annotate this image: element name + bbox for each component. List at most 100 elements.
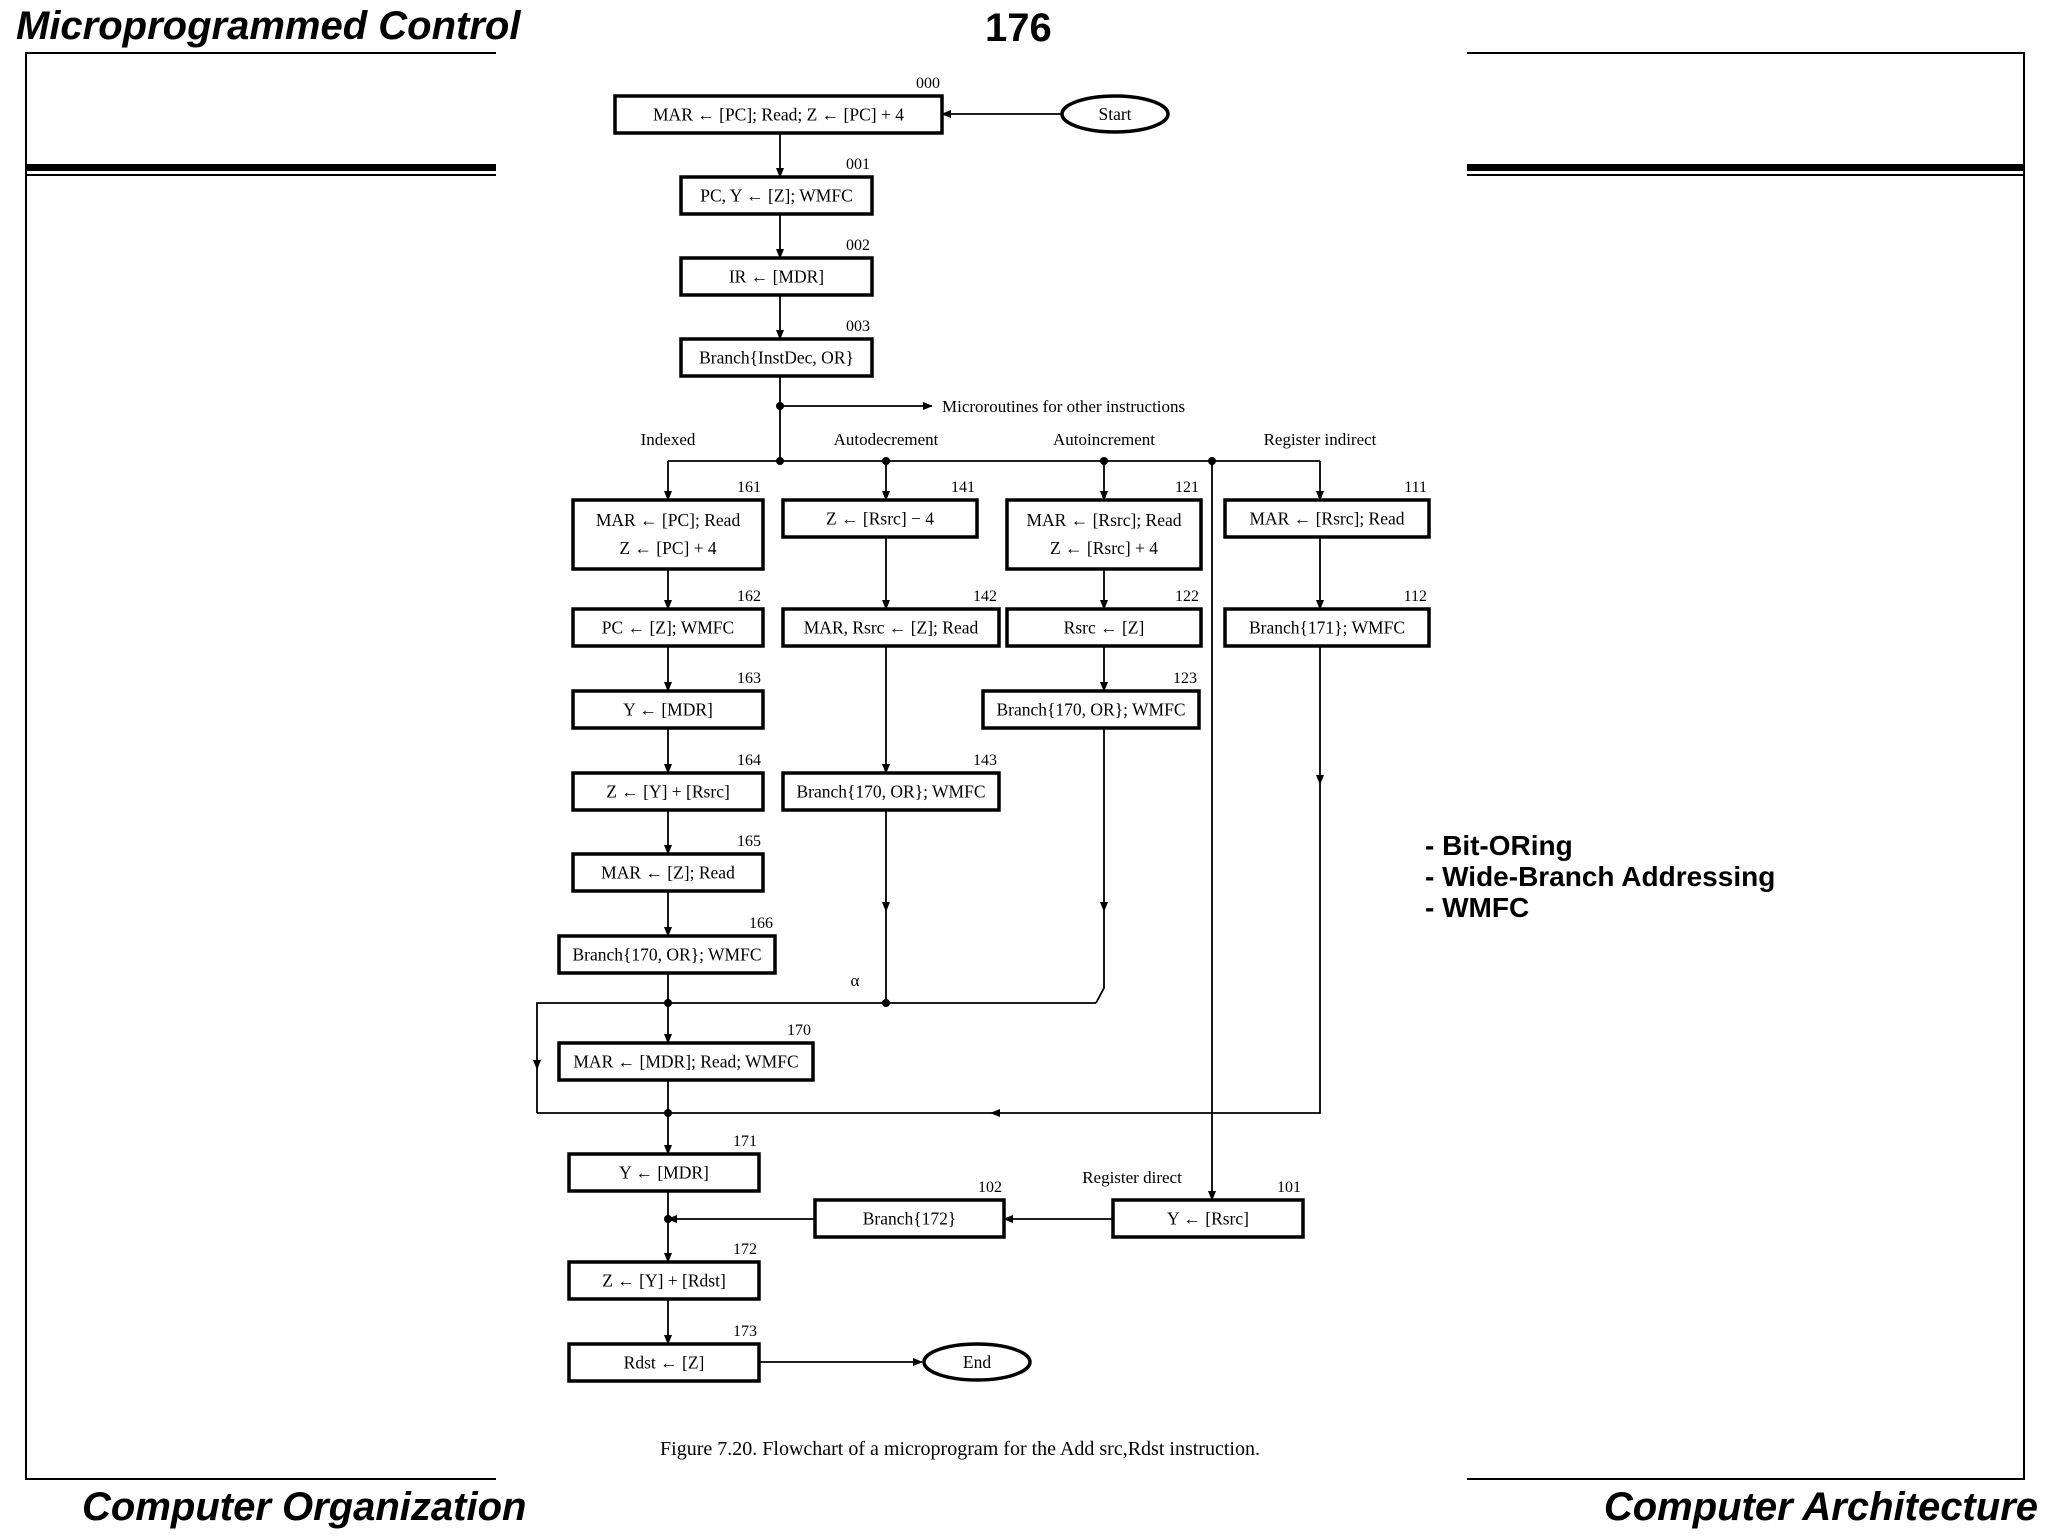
alpha-label: α xyxy=(851,971,860,990)
connector-alpha-merge xyxy=(536,1002,1096,1113)
step-box-000 xyxy=(613,94,944,135)
flow-connectors xyxy=(533,110,1324,1366)
step-text: PC, Y ← [Z]; WMFC xyxy=(700,186,853,206)
step-address: 171 xyxy=(733,1133,757,1150)
end-oval xyxy=(922,1342,1032,1382)
header-rule-left-thin xyxy=(25,174,496,176)
step-text: MAR ← [PC]; Read xyxy=(596,510,741,530)
other-instructions-label: Microroutines for other instructions xyxy=(942,397,1185,416)
step-box-101 xyxy=(1111,1198,1305,1239)
step-text: Z ← [Y] + [Rsrc] xyxy=(606,782,730,802)
frame-top-right xyxy=(1467,52,2025,54)
frame-top-left xyxy=(25,52,496,54)
bullet-item: - Bit-ORing xyxy=(1425,830,1573,861)
bullet-list: - Bit-ORing - Wide-Branch Addressing - W… xyxy=(1425,830,1775,923)
step-box-166 xyxy=(557,934,777,975)
header-rule-right-thin xyxy=(1467,174,2025,176)
step-text: Z ← [PC] + 4 xyxy=(619,538,717,558)
step-text: Branch{InstDec, OR} xyxy=(699,348,854,368)
step-address: 164 xyxy=(737,752,761,769)
step-text: MAR ← [Rsrc]; Read xyxy=(1249,509,1404,529)
flow-labels: 000 001 002 003 161 162 163 164 165 166 141 142 143 1… xyxy=(641,75,1427,1460)
step-address: 173 xyxy=(733,1323,757,1340)
footer-left-title: Computer Organization xyxy=(82,1485,527,1529)
step-text: MAR ← [PC]; Read; Z ← [PC] + 4 xyxy=(653,105,904,125)
step-address: 170 xyxy=(787,1022,811,1039)
step-box-143 xyxy=(781,771,1001,812)
step-address: 161 xyxy=(737,479,761,496)
step-text: Y ← [MDR] xyxy=(619,1163,709,1183)
step-box-163 xyxy=(571,689,765,730)
step-address: 143 xyxy=(973,752,997,769)
arrowhead xyxy=(990,1109,1000,1117)
branch-label-indexed: Indexed xyxy=(641,430,696,449)
step-box-172 xyxy=(567,1260,761,1301)
page-title: Microprogrammed Control xyxy=(16,4,521,48)
step-address: 001 xyxy=(846,156,870,173)
step-box-003 xyxy=(679,337,874,378)
step-text: Z ← [Rsrc] − 4 xyxy=(826,509,934,529)
step-text: MAR ← [Rsrc]; Read xyxy=(1026,510,1181,530)
frame-bottom-right xyxy=(1467,1478,2025,1480)
step-box-173 xyxy=(567,1342,761,1383)
step-address: 112 xyxy=(1404,588,1427,605)
step-box-171 xyxy=(567,1152,761,1193)
step-text: Y ← [MDR] xyxy=(623,700,713,720)
step-box-165 xyxy=(571,852,765,893)
step-text: Rdst ← [Z] xyxy=(624,1353,705,1373)
step-box-102 xyxy=(813,1198,1006,1239)
step-address: 141 xyxy=(951,479,975,496)
step-box-170 xyxy=(557,1041,815,1082)
step-address: 142 xyxy=(973,588,997,605)
branch-label-register-indirect: Register indirect xyxy=(1264,430,1377,449)
junction-dot xyxy=(882,999,890,1007)
step-address: 101 xyxy=(1277,1179,1301,1196)
connector-112-171 xyxy=(537,646,1321,1114)
footer-right-title: Computer Architecture xyxy=(1603,1485,2038,1529)
junction-dot xyxy=(664,1109,672,1117)
arrowhead xyxy=(533,1060,541,1070)
step-address: 003 xyxy=(846,318,870,335)
frame-left xyxy=(25,52,27,1480)
step-address: 165 xyxy=(737,833,761,850)
step-address: 002 xyxy=(846,237,870,254)
branch-label-register-direct: Register direct xyxy=(1082,1168,1182,1187)
header-rule-left xyxy=(25,164,496,171)
step-box-162 xyxy=(571,607,765,648)
step-text: MAR ← [Z]; Read xyxy=(601,863,735,883)
step-address: 163 xyxy=(737,670,761,687)
step-box-122 xyxy=(1005,607,1203,648)
step-address: 166 xyxy=(749,915,773,932)
step-text: Z ← [Rsrc] + 4 xyxy=(1050,538,1158,558)
step-text: Branch{170, OR}; WMFC xyxy=(572,945,761,965)
branch-label-autoincrement: Autoincrement xyxy=(1053,430,1155,449)
bullet-item: - WMFC xyxy=(1425,892,1530,923)
step-box-141 xyxy=(781,498,979,539)
branch-label-autodecrement: Autodecrement xyxy=(834,430,939,449)
arrowhead xyxy=(882,902,890,912)
step-text: Y ← [Rsrc] xyxy=(1167,1209,1249,1229)
step-address: 102 xyxy=(978,1179,1002,1196)
step-box-161 xyxy=(571,498,765,571)
step-text: IR ← [MDR] xyxy=(729,267,824,287)
step-text: MAR, Rsrc ← [Z]; Read xyxy=(804,618,979,638)
start-oval xyxy=(1060,94,1170,134)
step-box-123 xyxy=(981,689,1201,730)
step-address: 162 xyxy=(737,588,761,605)
step-box-111 xyxy=(1223,498,1431,539)
step-text: Branch{172} xyxy=(863,1209,957,1229)
step-address: 123 xyxy=(1173,670,1197,687)
page-number: 176 xyxy=(985,6,1052,50)
step-text: Branch{170, OR}; WMFC xyxy=(996,700,1185,720)
step-box-142 xyxy=(781,607,1001,648)
frame-right xyxy=(2023,52,2025,1480)
step-address: 122 xyxy=(1175,588,1199,605)
connector-123-merge xyxy=(1095,728,1105,1004)
step-text: Branch{170, OR}; WMFC xyxy=(796,782,985,802)
junction-dot xyxy=(664,999,672,1007)
flow-steps: MAR ← [PC]; Read; Z ← [PC] + 4 PC, Y ← [Z… xyxy=(557,94,1431,1383)
step-address: 000 xyxy=(916,75,940,92)
step-text: Z ← [Y] + [Rdst] xyxy=(602,1271,726,1291)
arrowhead xyxy=(1316,775,1324,785)
